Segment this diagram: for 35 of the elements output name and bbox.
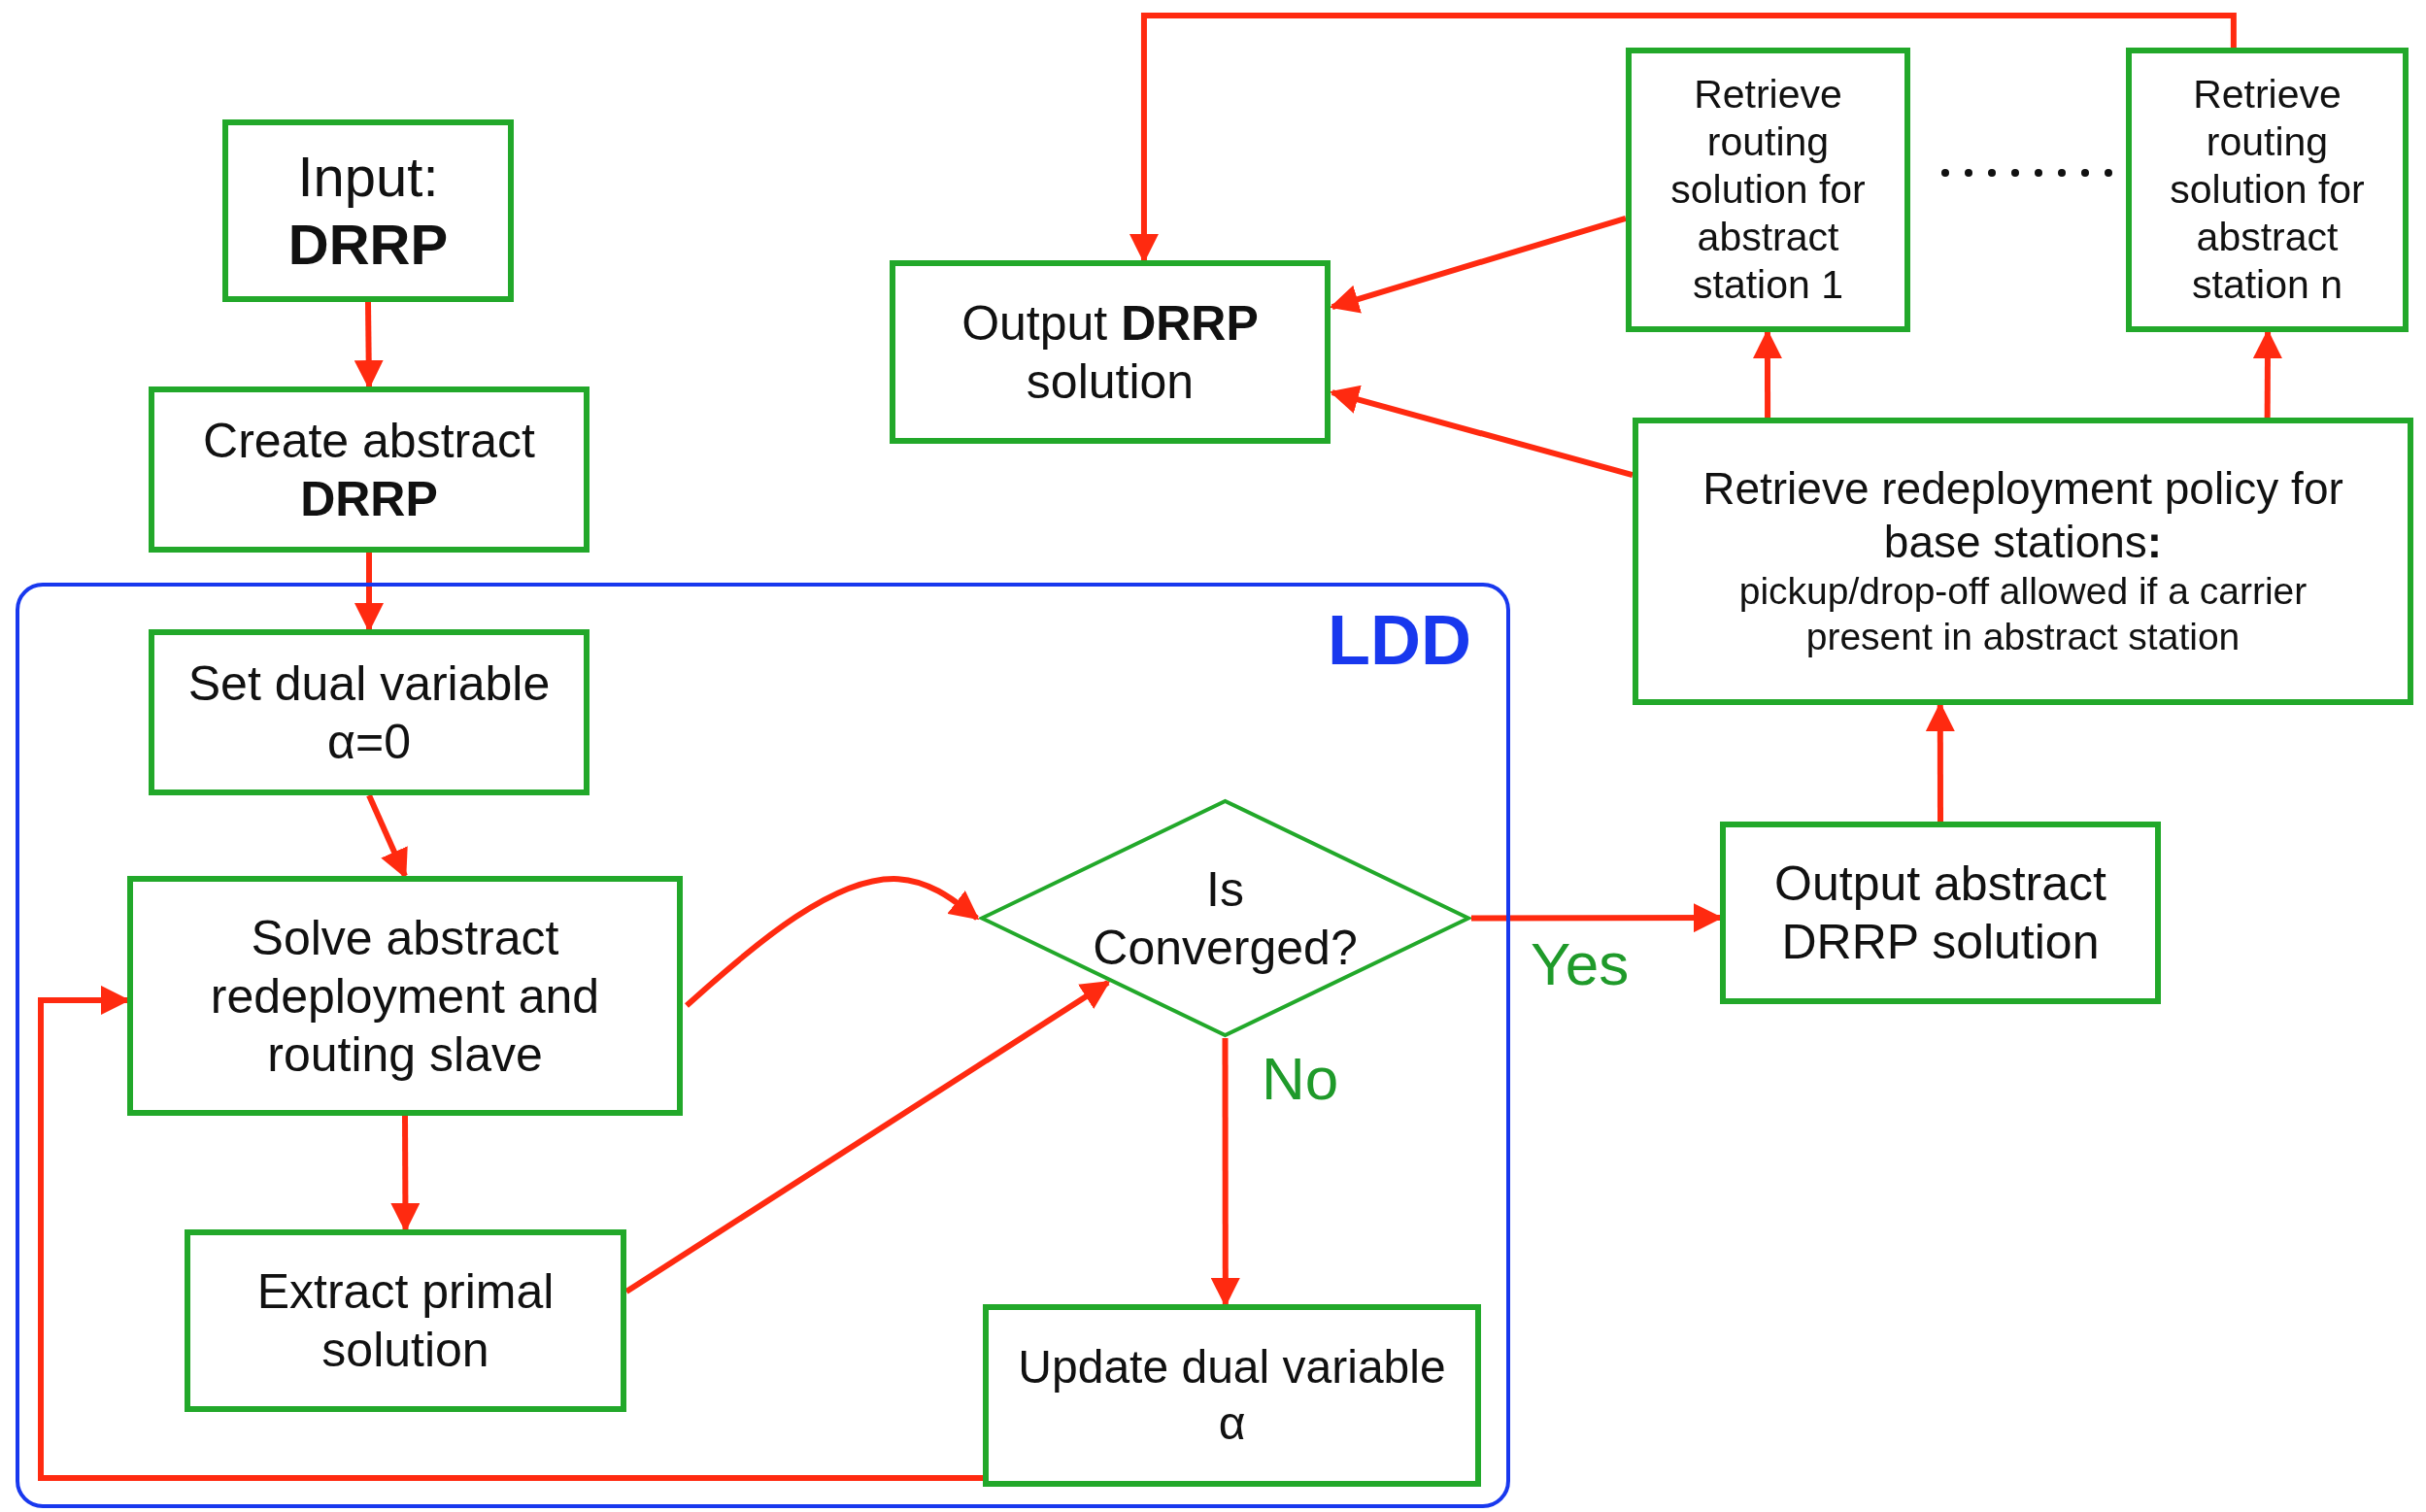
arrow: [1210, 1038, 1240, 1307]
process-box: [983, 1304, 1481, 1487]
arrow: [38, 985, 983, 1481]
arrow: [354, 301, 384, 389]
process-box: [185, 1229, 626, 1412]
box-text: Retrieve routing solution for abstract station n: [2169, 70, 2366, 310]
arrow: [354, 553, 384, 632]
arrow: [685, 876, 980, 1008]
box-text: Solve abstract redeployment and routing slave: [209, 909, 601, 1084]
process-box: [149, 386, 590, 553]
box-text: Is Converged?: [1092, 860, 1359, 977]
box-text: Input: DRRP: [287, 144, 449, 278]
box-text: Create abstract DRRP: [203, 412, 535, 528]
process-box: [2126, 48, 2409, 332]
box-text: Output abstract DRRP solution: [1773, 856, 2107, 971]
process-box: [222, 119, 514, 302]
process-box: [890, 260, 1331, 444]
box-note: pickup/drop-off allowed if a carrier present in abstract station: [1737, 569, 2308, 660]
process-box: [149, 629, 590, 795]
box-text: Retrieve routing solution for abstract station 1: [1669, 70, 1867, 310]
box-text: Set dual variable α=0: [186, 655, 552, 771]
box-text: Extract primal solution: [255, 1263, 556, 1379]
process-box: [1720, 822, 2161, 1004]
process-box: [1633, 418, 2413, 705]
process-box: [127, 876, 683, 1116]
decision-diamond: [979, 798, 1471, 1038]
group-frame: [16, 583, 1510, 1508]
box-text: Retrieve redeployment policy for base stations:: [1702, 462, 2344, 570]
process-box: [1626, 48, 1910, 332]
group-title: LDD: [1328, 600, 1471, 680]
box-text: Update dual variable α: [1017, 1340, 1447, 1451]
box-text: Output DRRP solution: [960, 294, 1260, 411]
arrow: [390, 1116, 421, 1232]
arrow: [366, 793, 408, 879]
arrow: [1129, 13, 2237, 263]
